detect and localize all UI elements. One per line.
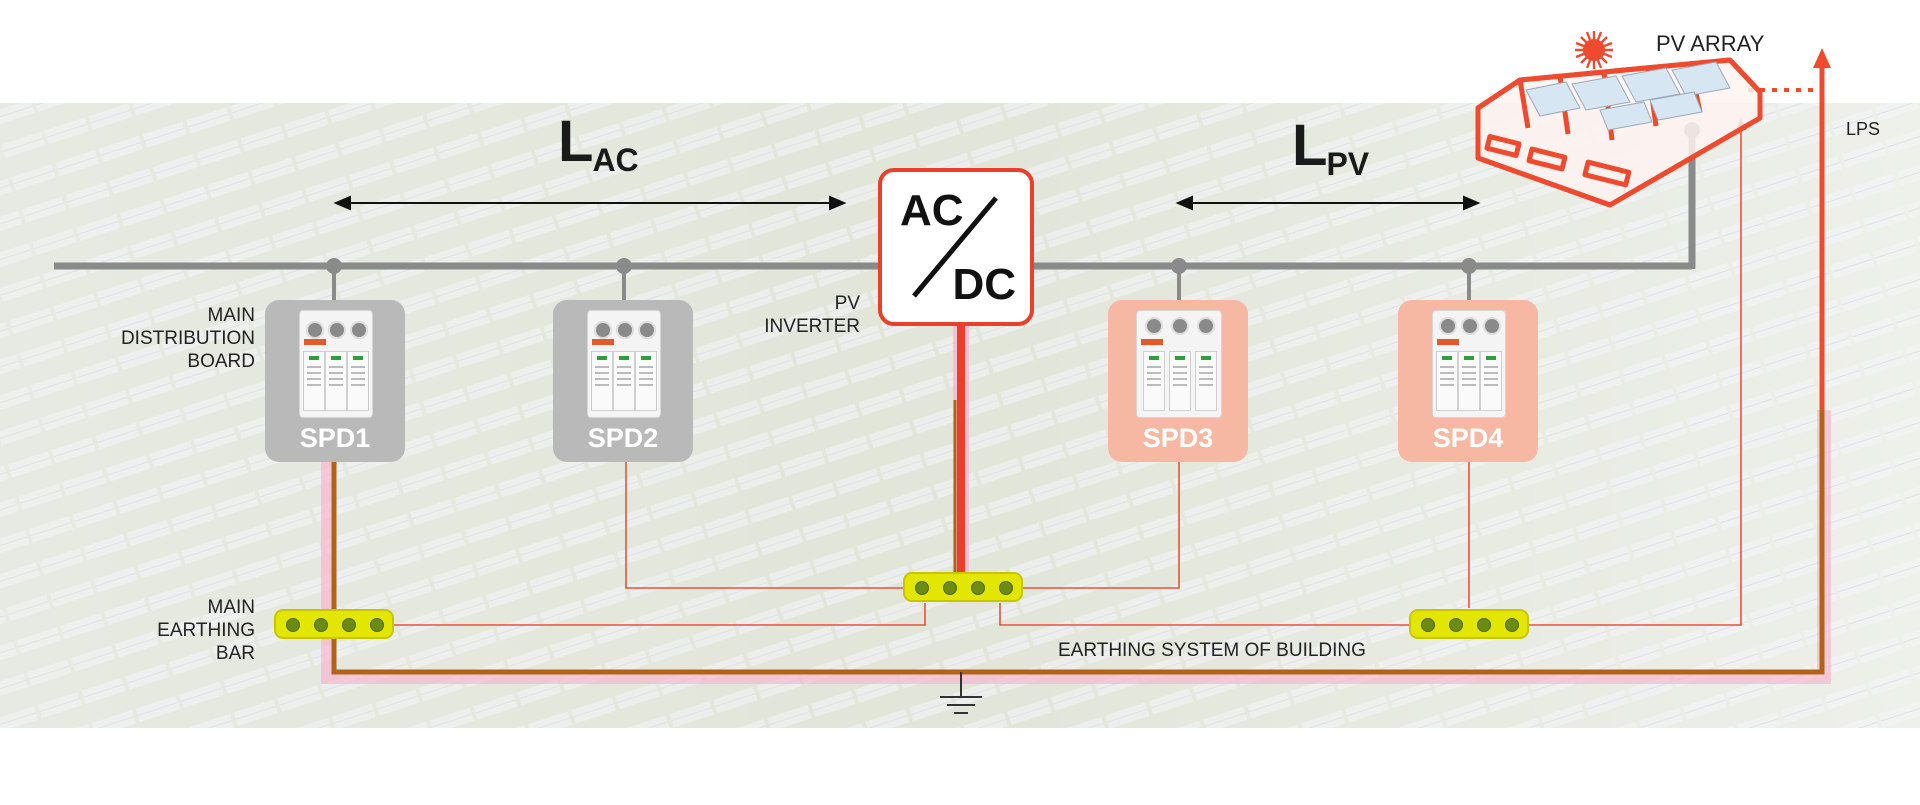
lac-title: LAC [558, 108, 639, 178]
building-earthing-bar [1409, 609, 1529, 639]
meb-to-centre-wire [393, 603, 926, 626]
lpv-title: LPV [1292, 112, 1370, 182]
ground-symbol [940, 672, 982, 714]
spd-name: SPD3 [1142, 423, 1214, 453]
bus-node-spd2 [616, 258, 632, 274]
main-earthing-bar-label: MAIN EARTHING BAR [120, 596, 255, 665]
bus-node-spd1 [326, 258, 342, 274]
lac-letter: L [558, 109, 593, 174]
sun-icon [1575, 31, 1613, 69]
pv-inverter-label: PV INVERTER [740, 292, 860, 338]
pv-panels-icon [1525, 61, 1731, 131]
spd2-earth-wire [625, 462, 905, 589]
bus-node-spd3 [1171, 258, 1187, 274]
inverter-slash [912, 196, 998, 298]
inverter-line-2: INVERTER [764, 316, 860, 337]
spd-name: SPD2 [587, 423, 659, 453]
spd-device-icon [299, 310, 373, 418]
pv-array-label: PV ARRAY [1656, 31, 1765, 56]
spd-card-2: SPD2 [553, 300, 693, 462]
meb-line-2: EARTHING [157, 620, 255, 641]
lpv-letter: L [1292, 113, 1327, 178]
lac-subscript: AC [592, 142, 639, 178]
spd-device-icon [1432, 310, 1506, 418]
meb-line-3: BAR [215, 643, 255, 664]
lac-dimension-arrow [333, 195, 847, 211]
spd-card-1: SPD1 [265, 300, 405, 462]
inverter-ac-text: AC [900, 186, 964, 235]
meb-line-1: MAIN [207, 597, 256, 618]
bar-to-lps-wire [1528, 124, 1742, 626]
spd-device-icon [1136, 310, 1222, 418]
mdb-line-1: MAIN [207, 305, 256, 326]
main-earth-loop [331, 410, 1825, 675]
bus-node-spd4 [1461, 258, 1477, 274]
mdb-line-3: BOARD [187, 351, 255, 372]
main-distribution-board-label: MAIN DISTRIBUTION BOARD [100, 304, 255, 373]
pv-inverter-box: AC DC [878, 168, 1034, 326]
spd-card-3: SPD3 [1108, 300, 1248, 462]
inverter-line-1: PV [834, 293, 860, 314]
spd-name: SPD4 [1432, 423, 1504, 453]
main-earthing-bar [274, 609, 394, 639]
centre-to-bar-wire [999, 603, 1410, 626]
earthing-system-label: EARTHING SYSTEM OF BUILDING [1058, 640, 1366, 661]
inverter-dc-text: DC [952, 260, 1016, 309]
spd-card-4: SPD4 [1398, 300, 1538, 462]
lps-label: LPS [1846, 119, 1881, 139]
spd-name: SPD1 [299, 423, 371, 453]
lpv-subscript: PV [1326, 146, 1370, 182]
spd3-earth-wire [1020, 462, 1180, 589]
inverter-earthing-bar [903, 572, 1023, 602]
mdb-line-2: DISTRIBUTION [120, 328, 255, 349]
lpv-dimension-arrow [1175, 195, 1481, 211]
spd-device-icon [587, 310, 661, 418]
